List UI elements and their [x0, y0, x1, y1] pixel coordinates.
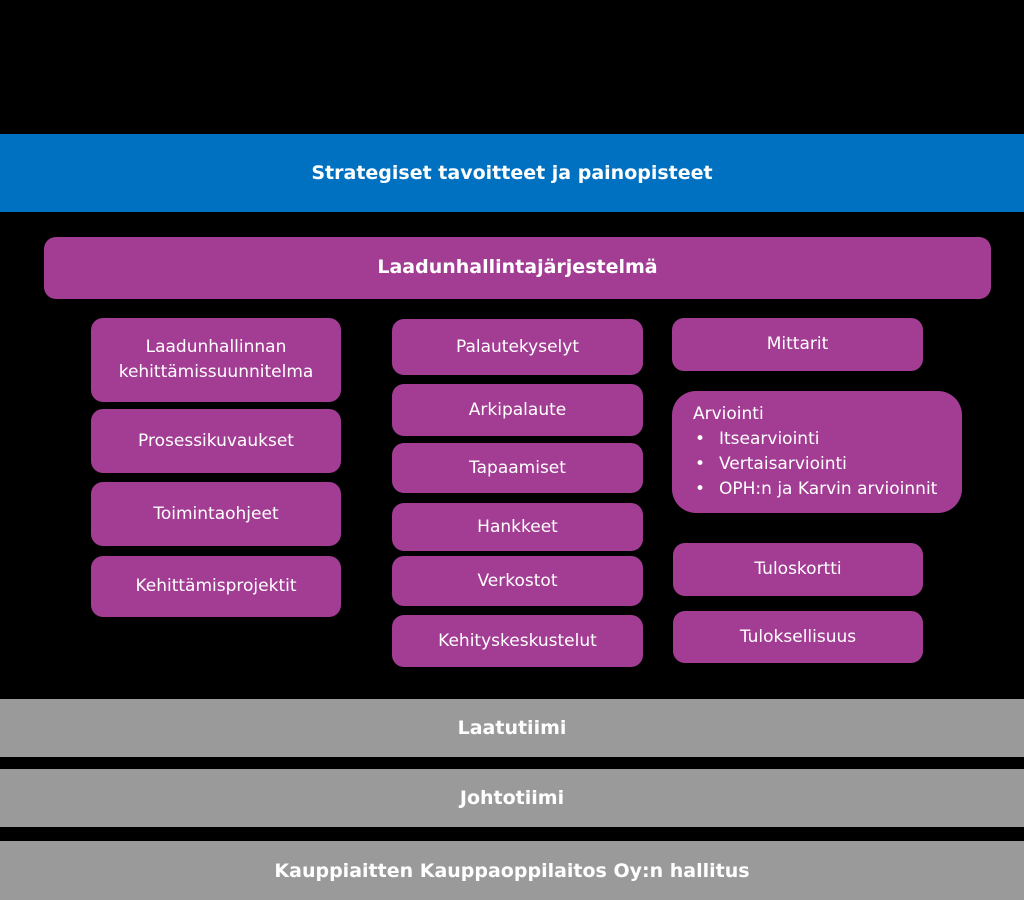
process-descriptions-label: Prosessikuvaukset [138, 430, 294, 451]
development-discussions-label: Kehityskeskustelut [438, 630, 597, 651]
bullet-icon: • [695, 429, 706, 449]
metrics-label: Mittarit [766, 334, 829, 355]
middle-box-feedback-surveys: Palautekyselyt [392, 319, 643, 375]
meetings-label: Tapaamiset [469, 457, 566, 478]
quality-team-label: Laatutiimi [457, 717, 567, 739]
left-box-projects: Kehittämisprojektit [91, 556, 341, 617]
evaluation-item: • Vertaisarviointi [693, 452, 962, 477]
quality-system-box: Laadunhallintajärjestelmä [44, 237, 991, 299]
right-box-metrics: Mittarit [672, 318, 923, 371]
networks-label: Verkostot [477, 570, 558, 591]
board-label: Kauppiaitten Kauppaoppilaitos Oy:n halli… [274, 859, 750, 882]
bullet-icon: • [695, 454, 706, 474]
management-team-band: Johtotiimi [0, 769, 1024, 827]
left-box-instructions: Toimintaohjeet [91, 482, 341, 546]
projects-middle-label: Hankkeet [477, 516, 558, 537]
evaluation-item: • OPH:n ja Karvin arvioinnit [693, 477, 962, 502]
projects-label: Kehittämisprojektit [135, 576, 297, 597]
scorecard-label: Tuloskortti [754, 559, 842, 580]
middle-box-networks: Verkostot [392, 556, 643, 606]
right-box-scorecard: Tuloskortti [673, 543, 923, 596]
evaluation-item-label: OPH:n ja Karvin arvioinnit [719, 479, 938, 499]
strategy-band-label: Strategiset tavoitteet ja painopisteet [311, 162, 713, 184]
board-band: Kauppiaitten Kauppaoppilaitos Oy:n halli… [0, 841, 1024, 900]
quality-team-band: Laatutiimi [0, 699, 1024, 757]
middle-box-daily-feedback: Arkipalaute [392, 384, 643, 436]
middle-box-projects: Hankkeet [392, 503, 643, 551]
middle-box-meetings: Tapaamiset [392, 443, 643, 493]
development-plan-line1: Laadunhallinnan [145, 337, 287, 358]
quality-system-label: Laadunhallintajärjestelmä [377, 256, 658, 279]
daily-feedback-label: Arkipalaute [468, 399, 567, 420]
evaluation-item: • Itsearviointi [693, 427, 962, 452]
middle-box-development-discussions: Kehityskeskustelut [392, 615, 643, 667]
management-team-label: Johtotiimi [459, 787, 565, 809]
evaluation-item-label: Itsearviointi [719, 429, 820, 449]
left-box-process-descriptions: Prosessikuvaukset [91, 409, 341, 473]
development-plan-line2: kehittämissuunnitelma [118, 362, 314, 382]
evaluation-title: Arviointi [693, 404, 764, 424]
effectiveness-label: Tuloksellisuus [739, 626, 857, 647]
right-box-effectiveness: Tuloksellisuus [673, 611, 923, 663]
strategy-band: Strategiset tavoitteet ja painopisteet [0, 134, 1024, 212]
evaluation-item-label: Vertaisarviointi [719, 454, 847, 474]
instructions-label: Toimintaohjeet [153, 503, 279, 524]
bullet-icon: • [695, 479, 706, 499]
feedback-surveys-label: Palautekyselyt [455, 336, 579, 357]
evaluation-list: • Itsearviointi • Vertaisarviointi • OPH… [693, 427, 962, 502]
left-box-development-plan: Laadunhallinnan kehittämissuunnitelma [91, 318, 341, 402]
right-box-evaluation: Arviointi • Itsearviointi • Vertaisarvio… [672, 391, 962, 513]
